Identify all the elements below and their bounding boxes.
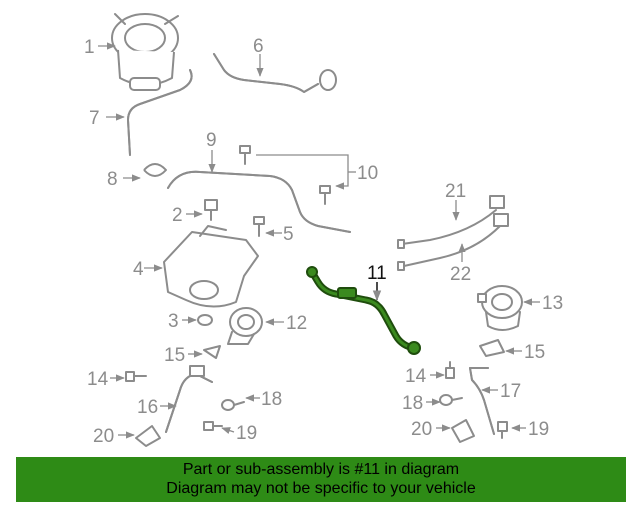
hose-part-6[interactable] [213, 53, 337, 93]
callout-label-18-right: 18 [402, 393, 423, 414]
sensor-part-22[interactable] [397, 213, 509, 271]
callout-label-15-left: 15 [164, 345, 185, 366]
callout-label-1: 1 [84, 37, 95, 58]
pipe-part-9[interactable] [167, 170, 351, 233]
callout-label-22: 22 [450, 264, 471, 285]
valve-part-12[interactable] [227, 307, 263, 345]
callout-label-4: 4 [133, 259, 144, 280]
callout-label-15-right: 15 [524, 342, 545, 363]
callout-label-8: 8 [107, 169, 118, 190]
callout-label-21: 21 [445, 181, 466, 202]
nut-part-3[interactable] [197, 314, 213, 326]
gasket-part-20-left[interactable] [135, 425, 161, 447]
callout-label-6: 6 [253, 36, 264, 57]
bolt-part-2[interactable] [204, 199, 218, 221]
callout-label-5: 5 [283, 224, 294, 245]
air-pump-part-1[interactable] [111, 13, 179, 91]
callout-label-20-right: 20 [411, 419, 432, 440]
bolt-part-19-left[interactable] [203, 421, 223, 431]
callout-label-7: 7 [89, 108, 100, 129]
bolt-part-14-right[interactable] [445, 361, 455, 379]
callout-label-2: 2 [172, 205, 183, 226]
tube-part-17[interactable] [469, 367, 495, 435]
gasket-part-15-left[interactable] [203, 345, 221, 359]
callout-label-19-right: 19 [528, 419, 549, 440]
callout-label-9: 9 [206, 130, 217, 151]
callout-label-14-left: 14 [87, 369, 109, 390]
bracket-part-4[interactable] [163, 225, 259, 308]
callout-label-14-right: 14 [405, 366, 427, 387]
callout-label-11: 11 [367, 263, 387, 284]
bolt-part-18-right[interactable] [439, 394, 463, 406]
callout-label-3: 3 [168, 311, 179, 332]
pump-part-13[interactable] [477, 285, 523, 331]
bolt-part-14-left[interactable] [125, 371, 147, 382]
banner-line-disclaimer: Diagram may not be specific to your vehi… [166, 480, 476, 497]
parts-diagram: 1 7 6 8 9 10 2 [84, 13, 563, 447]
callout-label-13: 13 [542, 293, 563, 314]
callout-label-16: 16 [137, 397, 158, 418]
bolt-part-18-left[interactable] [221, 399, 245, 411]
banner-line-part-info: Part or sub-assembly is #11 in diagram [182, 461, 460, 478]
callout-label-10: 10 [357, 163, 378, 184]
callout-label-20-left: 20 [93, 426, 114, 447]
hose-part-11-highlighted[interactable] [306, 266, 421, 355]
bolt-part-10[interactable] [239, 145, 331, 205]
callout-label-18-left: 18 [261, 389, 282, 410]
bolt-part-19-right[interactable] [497, 421, 508, 439]
clamp-part-8[interactable] [143, 163, 167, 177]
tube-part-16[interactable] [165, 365, 213, 433]
sensor-part-21[interactable] [397, 195, 505, 249]
hose-part-7[interactable] [127, 69, 193, 156]
gasket-part-20-right[interactable] [451, 419, 475, 443]
callout-label-19-left: 19 [236, 423, 257, 444]
callout-label-17: 17 [500, 381, 521, 402]
bolt-part-5[interactable] [253, 216, 265, 237]
callout-label-12: 12 [286, 313, 307, 334]
info-banner: Part or sub-assembly is #11 in diagram D… [16, 457, 626, 502]
gasket-part-15-right[interactable] [479, 339, 505, 357]
